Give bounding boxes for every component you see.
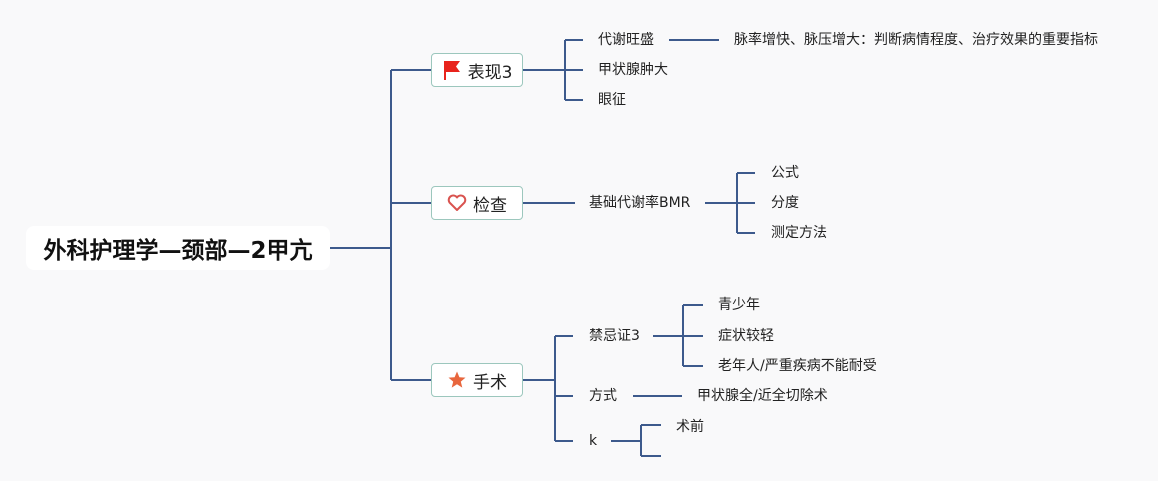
topic-label: 手术 [473,372,507,393]
connector-topic-2 [523,172,755,234]
node-adolescent[interactable]: 青少年 [718,297,760,313]
node-formula[interactable]: 公式 [771,165,799,181]
topic-label: 检查 [473,195,507,216]
topic-label: 表现3 [467,62,513,83]
topic-examination[interactable]: 检查 [431,186,523,220]
node-method-surgery[interactable]: 方式 [589,388,617,404]
node-bmr[interactable]: 基础代谢率BMR [589,195,691,211]
topic-symptoms[interactable]: 表现3 [431,53,523,87]
root-topic-label: 外科护理学—颈部—2甲亢 [43,238,313,264]
node-pulse-note[interactable]: 脉率增快、脉压增大：判断病情程度、治疗效果的重要指标 [734,32,1098,48]
node-thyroidectomy[interactable]: 甲状腺全/近全切除术 [697,388,828,404]
node-mild-symptoms[interactable]: 症状较轻 [718,328,774,344]
heart-icon [447,194,467,212]
flag-icon [442,59,462,81]
connector-root [330,69,431,381]
connector-topic-1 [523,39,719,101]
node-metabolism[interactable]: 代谢旺盛 [598,32,654,48]
star-icon [447,370,467,390]
node-method[interactable]: 测定方法 [771,225,827,241]
topic-surgery[interactable]: 手术 [431,363,523,397]
node-contraindications[interactable]: 禁忌证3 [589,328,640,344]
node-eye-signs[interactable]: 眼征 [598,92,626,108]
node-k[interactable]: k [589,433,598,449]
node-elderly[interactable]: 老年人/严重疾病不能耐受 [718,358,877,374]
node-preoperative[interactable]: 术前 [676,419,704,435]
connector-topic-3 [523,304,703,457]
node-goiter[interactable]: 甲状腺肿大 [598,62,668,78]
root-topic[interactable]: 外科护理学—颈部—2甲亢 [26,226,330,270]
node-grading[interactable]: 分度 [771,195,799,211]
